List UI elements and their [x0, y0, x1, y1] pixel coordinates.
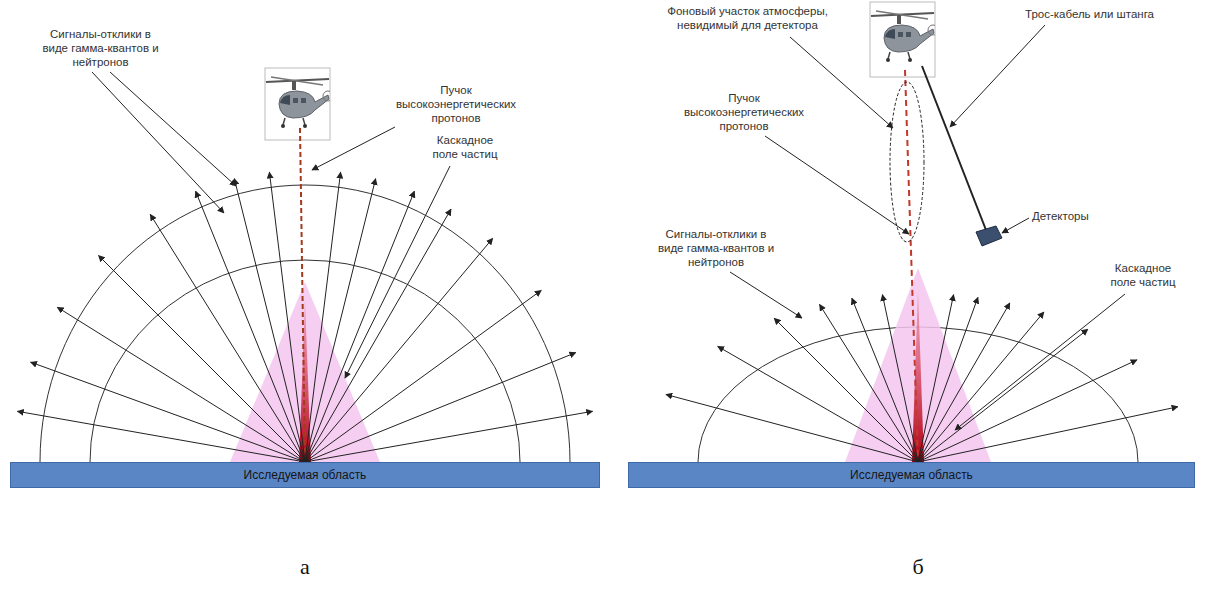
detector	[976, 226, 1002, 246]
signal-arrow	[150, 214, 305, 462]
signal-arrow	[305, 411, 593, 462]
signal-arrow	[305, 353, 576, 462]
leader-line	[950, 25, 1045, 127]
leader-line	[92, 72, 224, 213]
signal-arrow	[234, 179, 305, 462]
callout-label: Пучок высокоэнергетических протонов	[392, 84, 520, 125]
background-zone	[890, 82, 924, 242]
signal-arrow	[918, 295, 954, 462]
signal-arrow	[918, 329, 1088, 462]
leader-line	[110, 72, 236, 186]
radial-arrows	[17, 172, 592, 462]
callout-label: Трос-кабель или штанга	[1025, 8, 1185, 22]
callout-label: Детекторы	[1032, 210, 1122, 224]
radial-arrows	[666, 295, 1178, 462]
signal-arrow	[774, 318, 918, 462]
callout-label: Каскадное поле частиц	[425, 134, 505, 162]
leader-line	[955, 294, 1125, 430]
helicopter	[871, 11, 938, 62]
inner-arc	[90, 260, 520, 462]
signal-arrow	[305, 172, 341, 462]
signal-arrow	[31, 362, 305, 462]
leader-line	[345, 166, 450, 378]
leader-line	[790, 37, 893, 128]
callout-label: Пучок высокоэнергетических протонов	[680, 92, 808, 133]
callout-label: Сигналы-отклики в виде гамма-квантов и н…	[652, 228, 780, 269]
callout-label: Сигналы-отклики в виде гамма-квантов и н…	[38, 28, 163, 69]
signal-arrow	[918, 303, 1010, 462]
signal-arrow	[17, 411, 305, 462]
leader-line	[730, 272, 802, 318]
leader-line	[765, 136, 909, 234]
callout-label: Каскадное поле частиц	[1103, 262, 1183, 290]
signal-arrow	[196, 191, 305, 462]
leader-line	[1002, 218, 1029, 233]
region-label: Исследуемая область	[850, 468, 973, 482]
cable	[922, 66, 986, 230]
proton-beam	[905, 70, 918, 462]
panel-letter: а	[294, 556, 316, 578]
proton-beam	[300, 128, 305, 462]
region-bar: Исследуемая область	[628, 462, 1195, 488]
signal-arrow	[882, 295, 918, 462]
callout-label: Фоновый участок атмосферы, невидимый для…	[655, 5, 840, 33]
signal-arrow	[305, 209, 451, 462]
signal-arrow	[666, 394, 918, 462]
region-bar: Исследуемая область	[10, 462, 600, 488]
signal-arrow	[852, 298, 918, 462]
signal-arrow	[918, 360, 1137, 462]
signal-arrow	[718, 346, 918, 462]
panel-letter: б	[907, 556, 929, 578]
signal-arrow	[305, 179, 376, 462]
helicopter	[266, 77, 333, 128]
signal-arrow	[57, 307, 305, 462]
leader-line	[312, 127, 395, 170]
signal-arrow	[305, 290, 541, 462]
region-label: Исследуемая область	[244, 468, 367, 482]
signal-arrow	[918, 312, 1044, 462]
cascade-core	[299, 300, 311, 462]
signal-arrow	[820, 304, 918, 462]
